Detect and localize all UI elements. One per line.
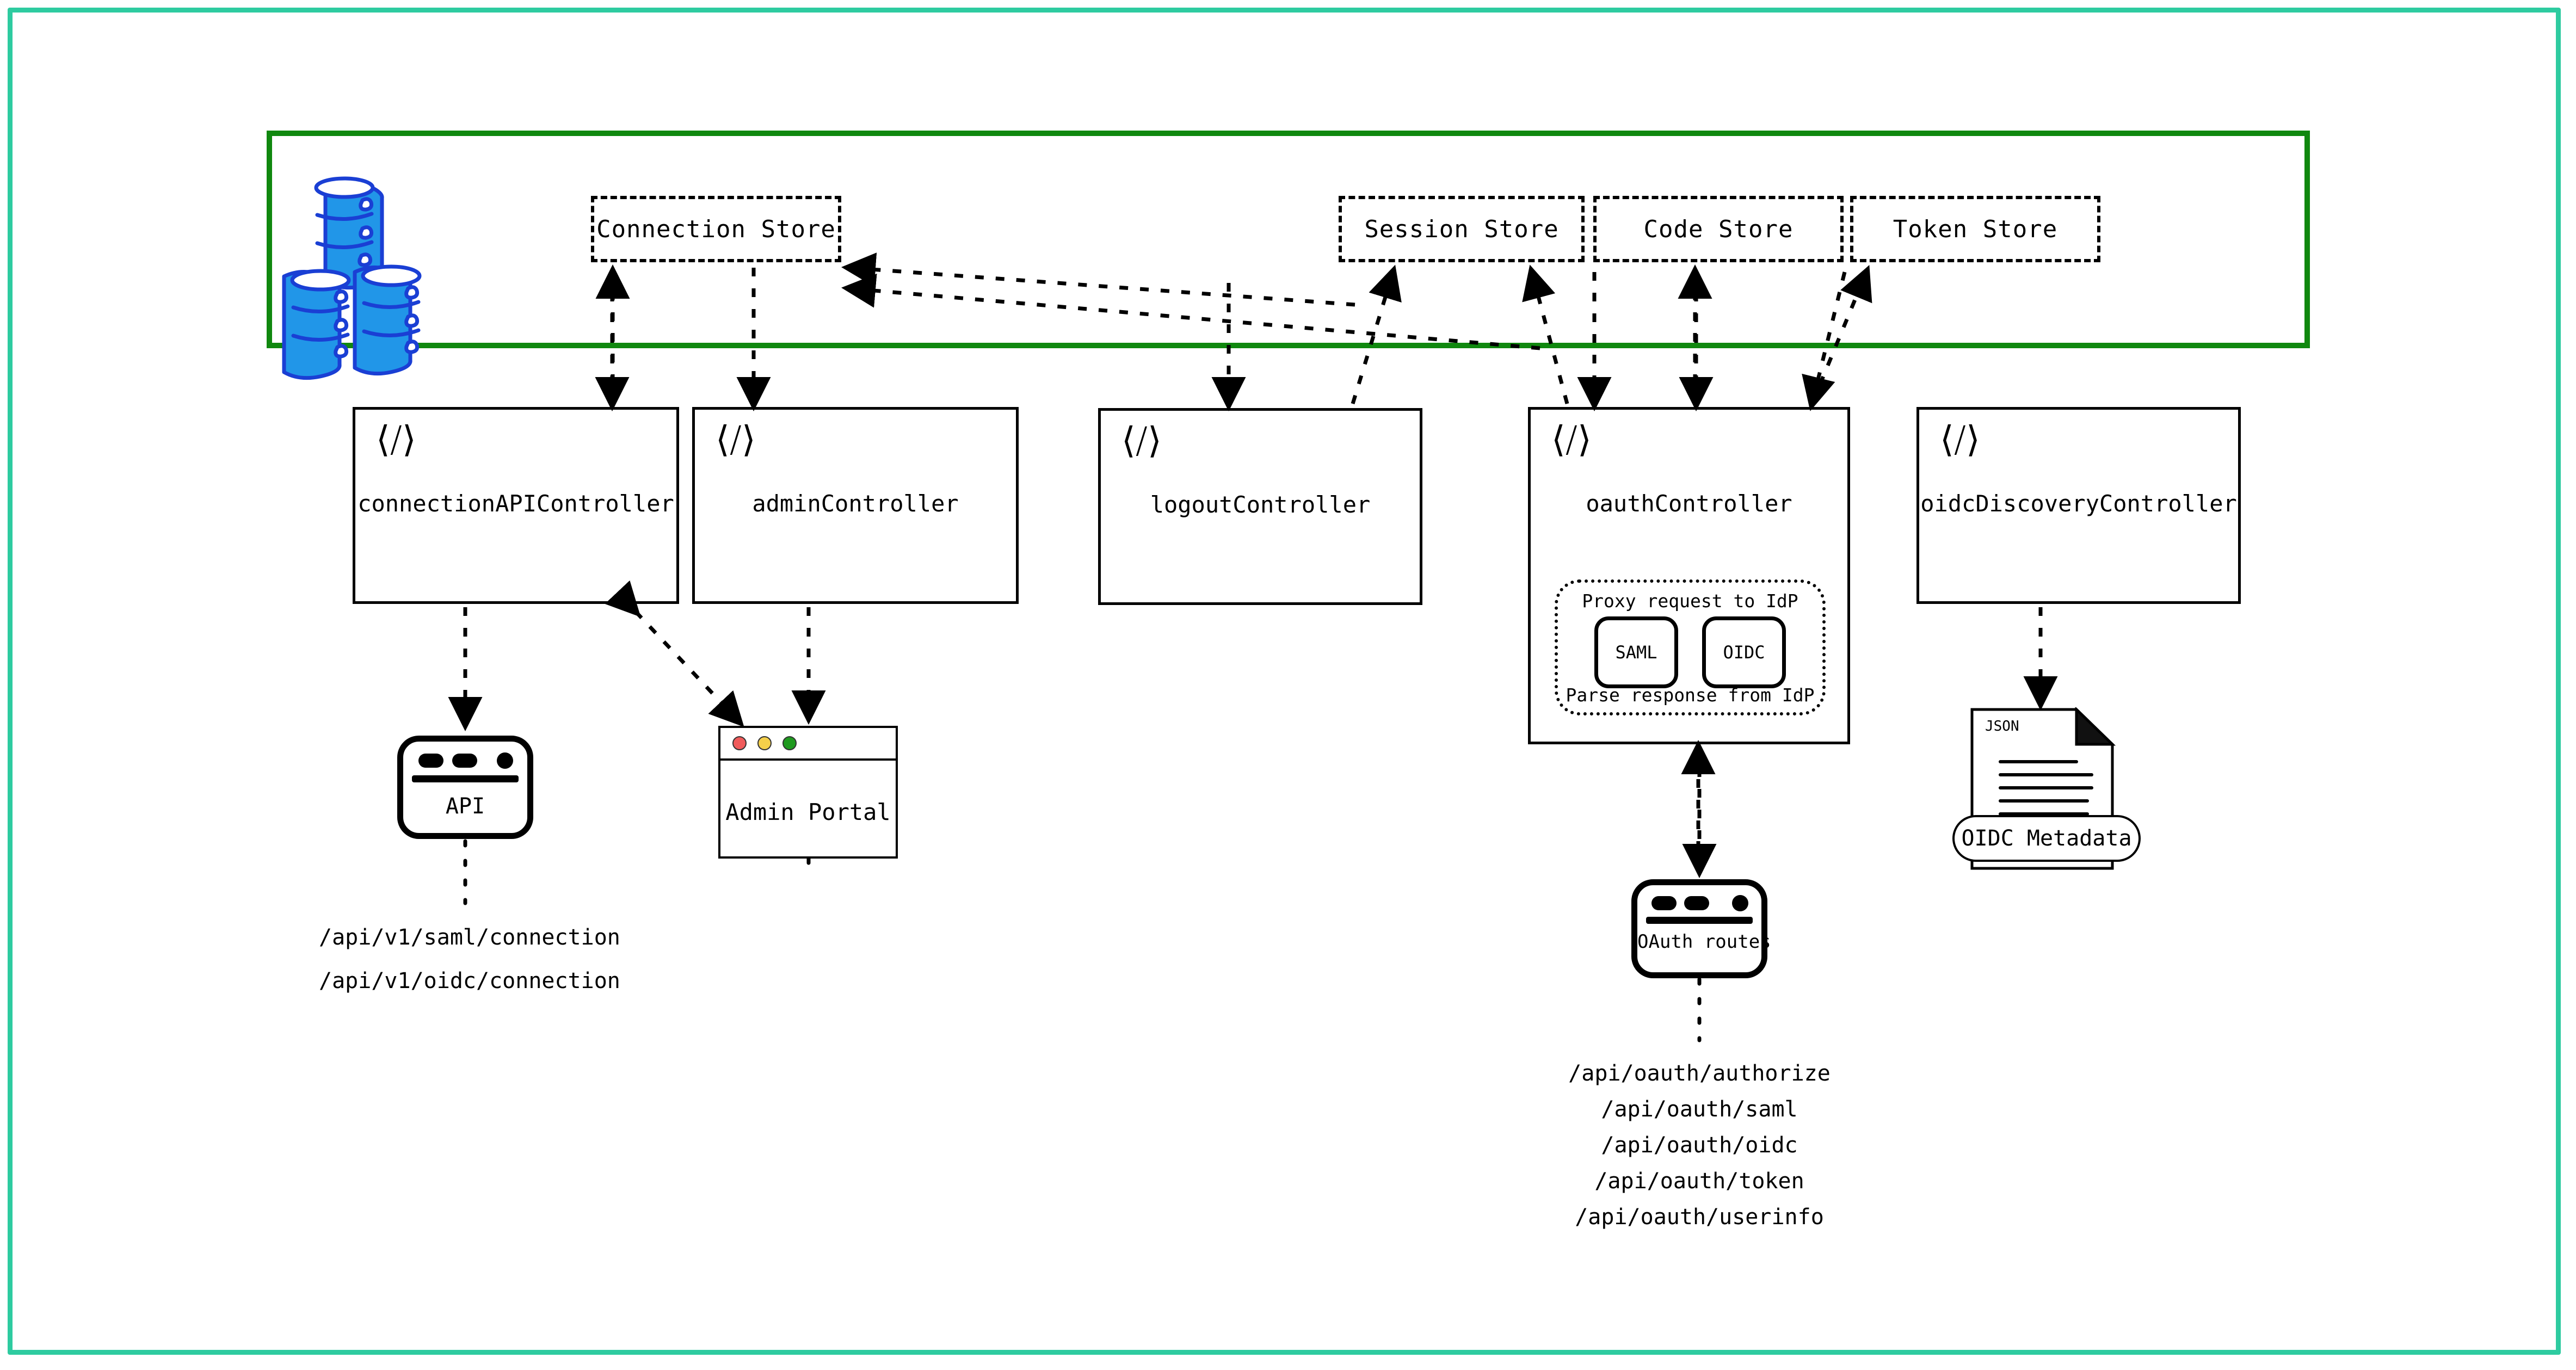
traffic-light-red-icon bbox=[732, 736, 747, 750]
protocol-label: OIDC bbox=[1723, 642, 1765, 663]
store-label: Token Store bbox=[1893, 215, 2058, 243]
node-label: OIDC Metadata bbox=[1961, 826, 2132, 851]
traffic-light-yellow-icon bbox=[757, 736, 772, 750]
page-border bbox=[8, 8, 2561, 1355]
node-api[interactable]: API bbox=[397, 736, 533, 839]
code-icon: ⟨/⟩ bbox=[376, 418, 416, 460]
node-label: API bbox=[445, 794, 485, 819]
protocol-saml-box[interactable]: SAML bbox=[1594, 616, 1678, 688]
endpoint-item: /api/oauth/oidc bbox=[1601, 1133, 1798, 1158]
controller-label: oauthController bbox=[1586, 490, 1792, 517]
protocol-label: SAML bbox=[1615, 642, 1657, 663]
window-dot-icon bbox=[1732, 895, 1748, 911]
store-label: Code Store bbox=[1643, 215, 1794, 243]
controller-oidc-discovery-controller[interactable]: ⟨/⟩ oidcDiscoveryController bbox=[1916, 407, 2241, 604]
node-label: Admin Portal bbox=[725, 799, 891, 825]
endpoint-item: /api/oauth/authorize bbox=[1568, 1061, 1831, 1086]
protocol-oidc-box[interactable]: OIDC bbox=[1702, 616, 1786, 688]
window-dot-icon bbox=[452, 754, 477, 768]
controller-admin-controller[interactable]: ⟨/⟩ adminController bbox=[692, 407, 1019, 604]
endpoint-item: /api/oauth/saml bbox=[1601, 1097, 1798, 1122]
controller-logout-controller[interactable]: ⟨/⟩ logoutController bbox=[1098, 408, 1422, 605]
controller-oauth-controller[interactable]: ⟨/⟩ oauthController Proxy request to IdP… bbox=[1528, 407, 1850, 744]
json-tag-label: JSON bbox=[1985, 718, 2019, 735]
window-dot-icon bbox=[1651, 896, 1677, 910]
oauth-endpoints-list: /api/oauth/authorize /api/oauth/saml /ap… bbox=[1536, 1056, 1863, 1235]
browser-chrome bbox=[720, 728, 896, 761]
store-token-store[interactable]: Token Store bbox=[1850, 196, 2100, 262]
endpoint-item: /api/oauth/token bbox=[1594, 1169, 1804, 1194]
controller-label: adminController bbox=[752, 490, 959, 517]
controller-label: logoutController bbox=[1150, 491, 1371, 518]
code-icon: ⟨/⟩ bbox=[1551, 418, 1592, 460]
code-icon: ⟨/⟩ bbox=[716, 418, 756, 460]
node-admin-portal[interactable]: Admin Portal bbox=[718, 726, 898, 859]
store-label: Connection Store bbox=[596, 215, 836, 243]
controller-connection-api-controller[interactable]: ⟨/⟩ connectionAPIController bbox=[353, 407, 679, 604]
node-label: OAuth routes bbox=[1637, 931, 1771, 953]
controller-label: oidcDiscoveryController bbox=[1920, 490, 2237, 517]
store-connection-store[interactable]: Connection Store bbox=[591, 196, 841, 262]
endpoint-item: /api/v1/oidc/connection bbox=[319, 968, 620, 993]
connection-endpoints-list: /api/v1/saml/connection /api/v1/oidc/con… bbox=[319, 919, 620, 999]
code-icon: ⟨/⟩ bbox=[1940, 418, 1980, 460]
node-oauth-routes[interactable]: OAuth routes bbox=[1631, 879, 1771, 978]
idp-proxy-request-label: Proxy request to IdP bbox=[1582, 590, 1798, 612]
oidc-metadata-pill[interactable]: OIDC Metadata bbox=[1952, 815, 2141, 862]
store-code-store[interactable]: Code Store bbox=[1593, 196, 1844, 262]
controller-label: connectionAPIController bbox=[358, 490, 674, 517]
window-dot-icon bbox=[1684, 896, 1709, 910]
traffic-light-green-icon bbox=[782, 736, 797, 750]
idp-proxy-group: Proxy request to IdP SAML OIDC Parse res… bbox=[1555, 579, 1826, 715]
idp-parse-response-label: Parse response from IdP bbox=[1566, 684, 1815, 706]
endpoint-item: /api/oauth/userinfo bbox=[1575, 1205, 1824, 1230]
endpoint-item: /api/v1/saml/connection bbox=[319, 925, 620, 950]
code-icon: ⟨/⟩ bbox=[1121, 419, 1162, 461]
window-bar bbox=[1646, 917, 1753, 924]
store-session-store[interactable]: Session Store bbox=[1339, 196, 1585, 262]
window-dot-icon bbox=[418, 754, 443, 768]
store-label: Session Store bbox=[1364, 215, 1559, 243]
window-dot-icon bbox=[497, 752, 513, 769]
window-bar bbox=[411, 775, 519, 782]
